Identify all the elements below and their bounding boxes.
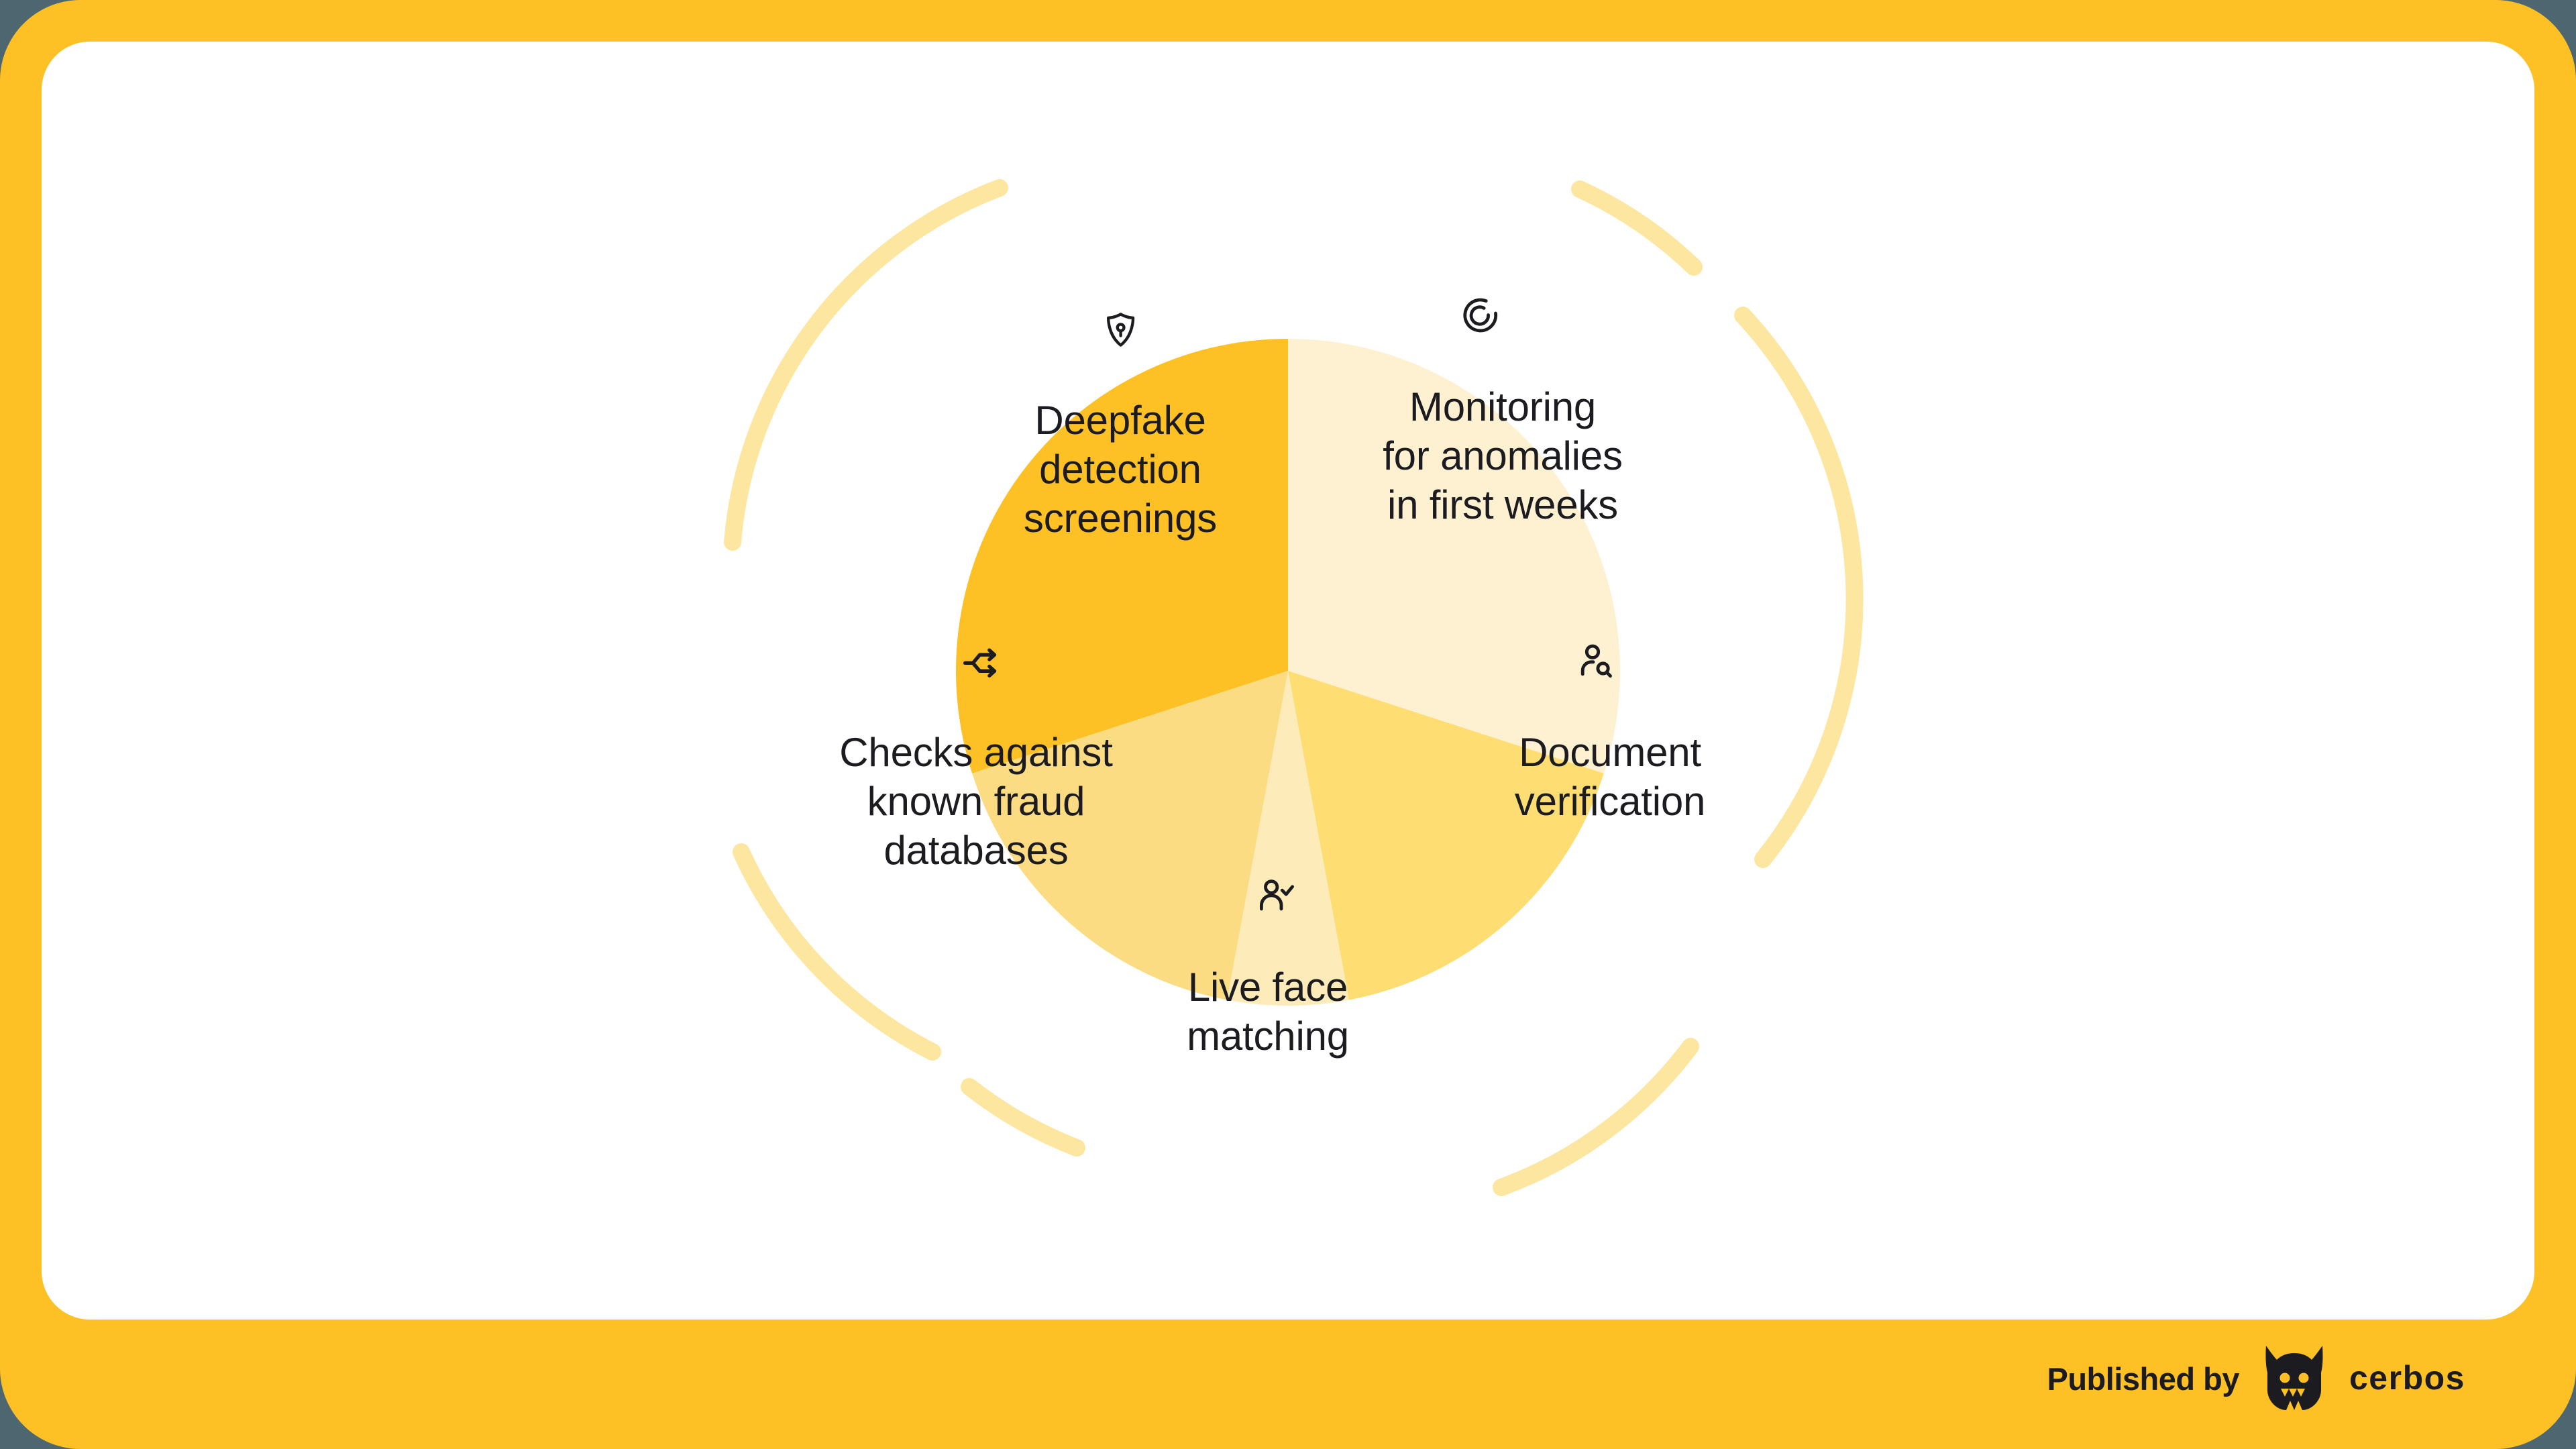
pie-label-live-face-matching: Live face matching — [1187, 965, 1349, 1059]
user-search-icon — [1580, 644, 1612, 678]
pie-slices — [955, 338, 1621, 1006]
decorative-arc-bottom-left — [733, 843, 941, 1061]
pie-label-deepfake-detection-screenings: Deepfake detection screenings — [1023, 398, 1218, 541]
cerbos-wordmark: cerbos — [2349, 1359, 2465, 1397]
pie-label-monitoring-for-anomalies: Monitoring for anomalies in first weeks — [1383, 384, 1623, 528]
decorative-arc-bottom-right — [1493, 1038, 1699, 1196]
shield-lock-icon — [1107, 313, 1135, 347]
branch-shuffle-icon — [963, 648, 997, 678]
cerbos-bat-logo-icon — [2265, 1346, 2323, 1410]
pie-slice-deepfake-detection-screenings — [955, 339, 1288, 773]
published-by-label: Published by — [2047, 1360, 2240, 1397]
monitoring-spiral-icon — [1463, 298, 1498, 333]
pie-slice-checks-against-fraud-databases — [972, 671, 1288, 1000]
decorative-arc-right — [1734, 307, 1864, 868]
footer-attribution: Published by cerbos — [2047, 1343, 2489, 1414]
decorative-arc-bottom-mid — [961, 1078, 1085, 1157]
pie-slice-monitoring-for-anomalies — [1288, 338, 1621, 773]
decorative-arc-group — [724, 179, 1864, 1196]
pie-slice-live-face-matching — [1227, 671, 1349, 1006]
pie-slice-document-verification — [1288, 671, 1604, 1000]
pie-label-document-verification: Document verification — [1514, 730, 1706, 824]
decorative-arc-top-right — [1571, 180, 1703, 276]
user-check-icon — [1259, 879, 1294, 911]
svg-text:cerbos: cerbos — [2349, 1359, 2465, 1397]
pie-label-checks-against-fraud-databases: Checks against known fraud databases — [839, 730, 1113, 873]
decorative-arc-top-left — [724, 179, 1008, 551]
